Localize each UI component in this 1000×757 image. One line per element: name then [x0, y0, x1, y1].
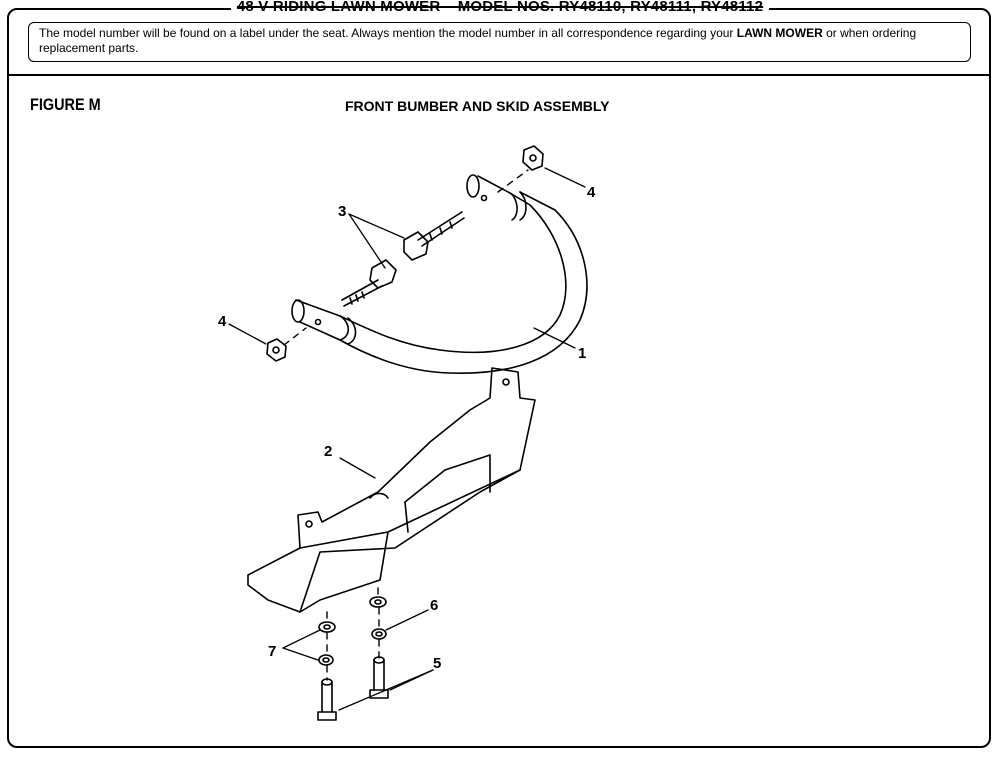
part-3-bolts	[341, 211, 465, 307]
model-number-notice: The model number will be found on a labe…	[28, 22, 971, 62]
callout-4-left: 4	[218, 313, 227, 330]
header-divider	[8, 74, 990, 76]
part-5-bolts	[317, 656, 389, 721]
callout-1: 1	[578, 345, 586, 362]
callout-6: 6	[430, 597, 438, 614]
figure-title: FRONT BUMBER AND SKID ASSEMBLY	[345, 98, 610, 114]
page-header-title: 48 V RIDING LAWN MOWER – MODEL NOS. RY48…	[0, 0, 1000, 15]
part-2-skid	[247, 367, 536, 613]
callout-4-right: 4	[587, 184, 596, 201]
part-1-bumper	[291, 174, 588, 374]
part-4-nuts	[266, 145, 544, 362]
figure-label: FIGURE M	[30, 95, 101, 114]
notice-text-after: or when ordering replacement parts.	[39, 26, 917, 55]
notice-text-before: The model number will be found on a labe…	[39, 26, 737, 40]
callout-5: 5	[433, 655, 441, 672]
part-6-7-washers	[318, 596, 387, 666]
notice-emphasis: LAWN MOWER	[736, 26, 823, 40]
callout-7: 7	[268, 643, 276, 660]
leader-lines	[228, 167, 586, 711]
alignment-lines	[283, 169, 529, 681]
callout-2: 2	[324, 443, 332, 460]
callout-3: 3	[338, 203, 346, 220]
